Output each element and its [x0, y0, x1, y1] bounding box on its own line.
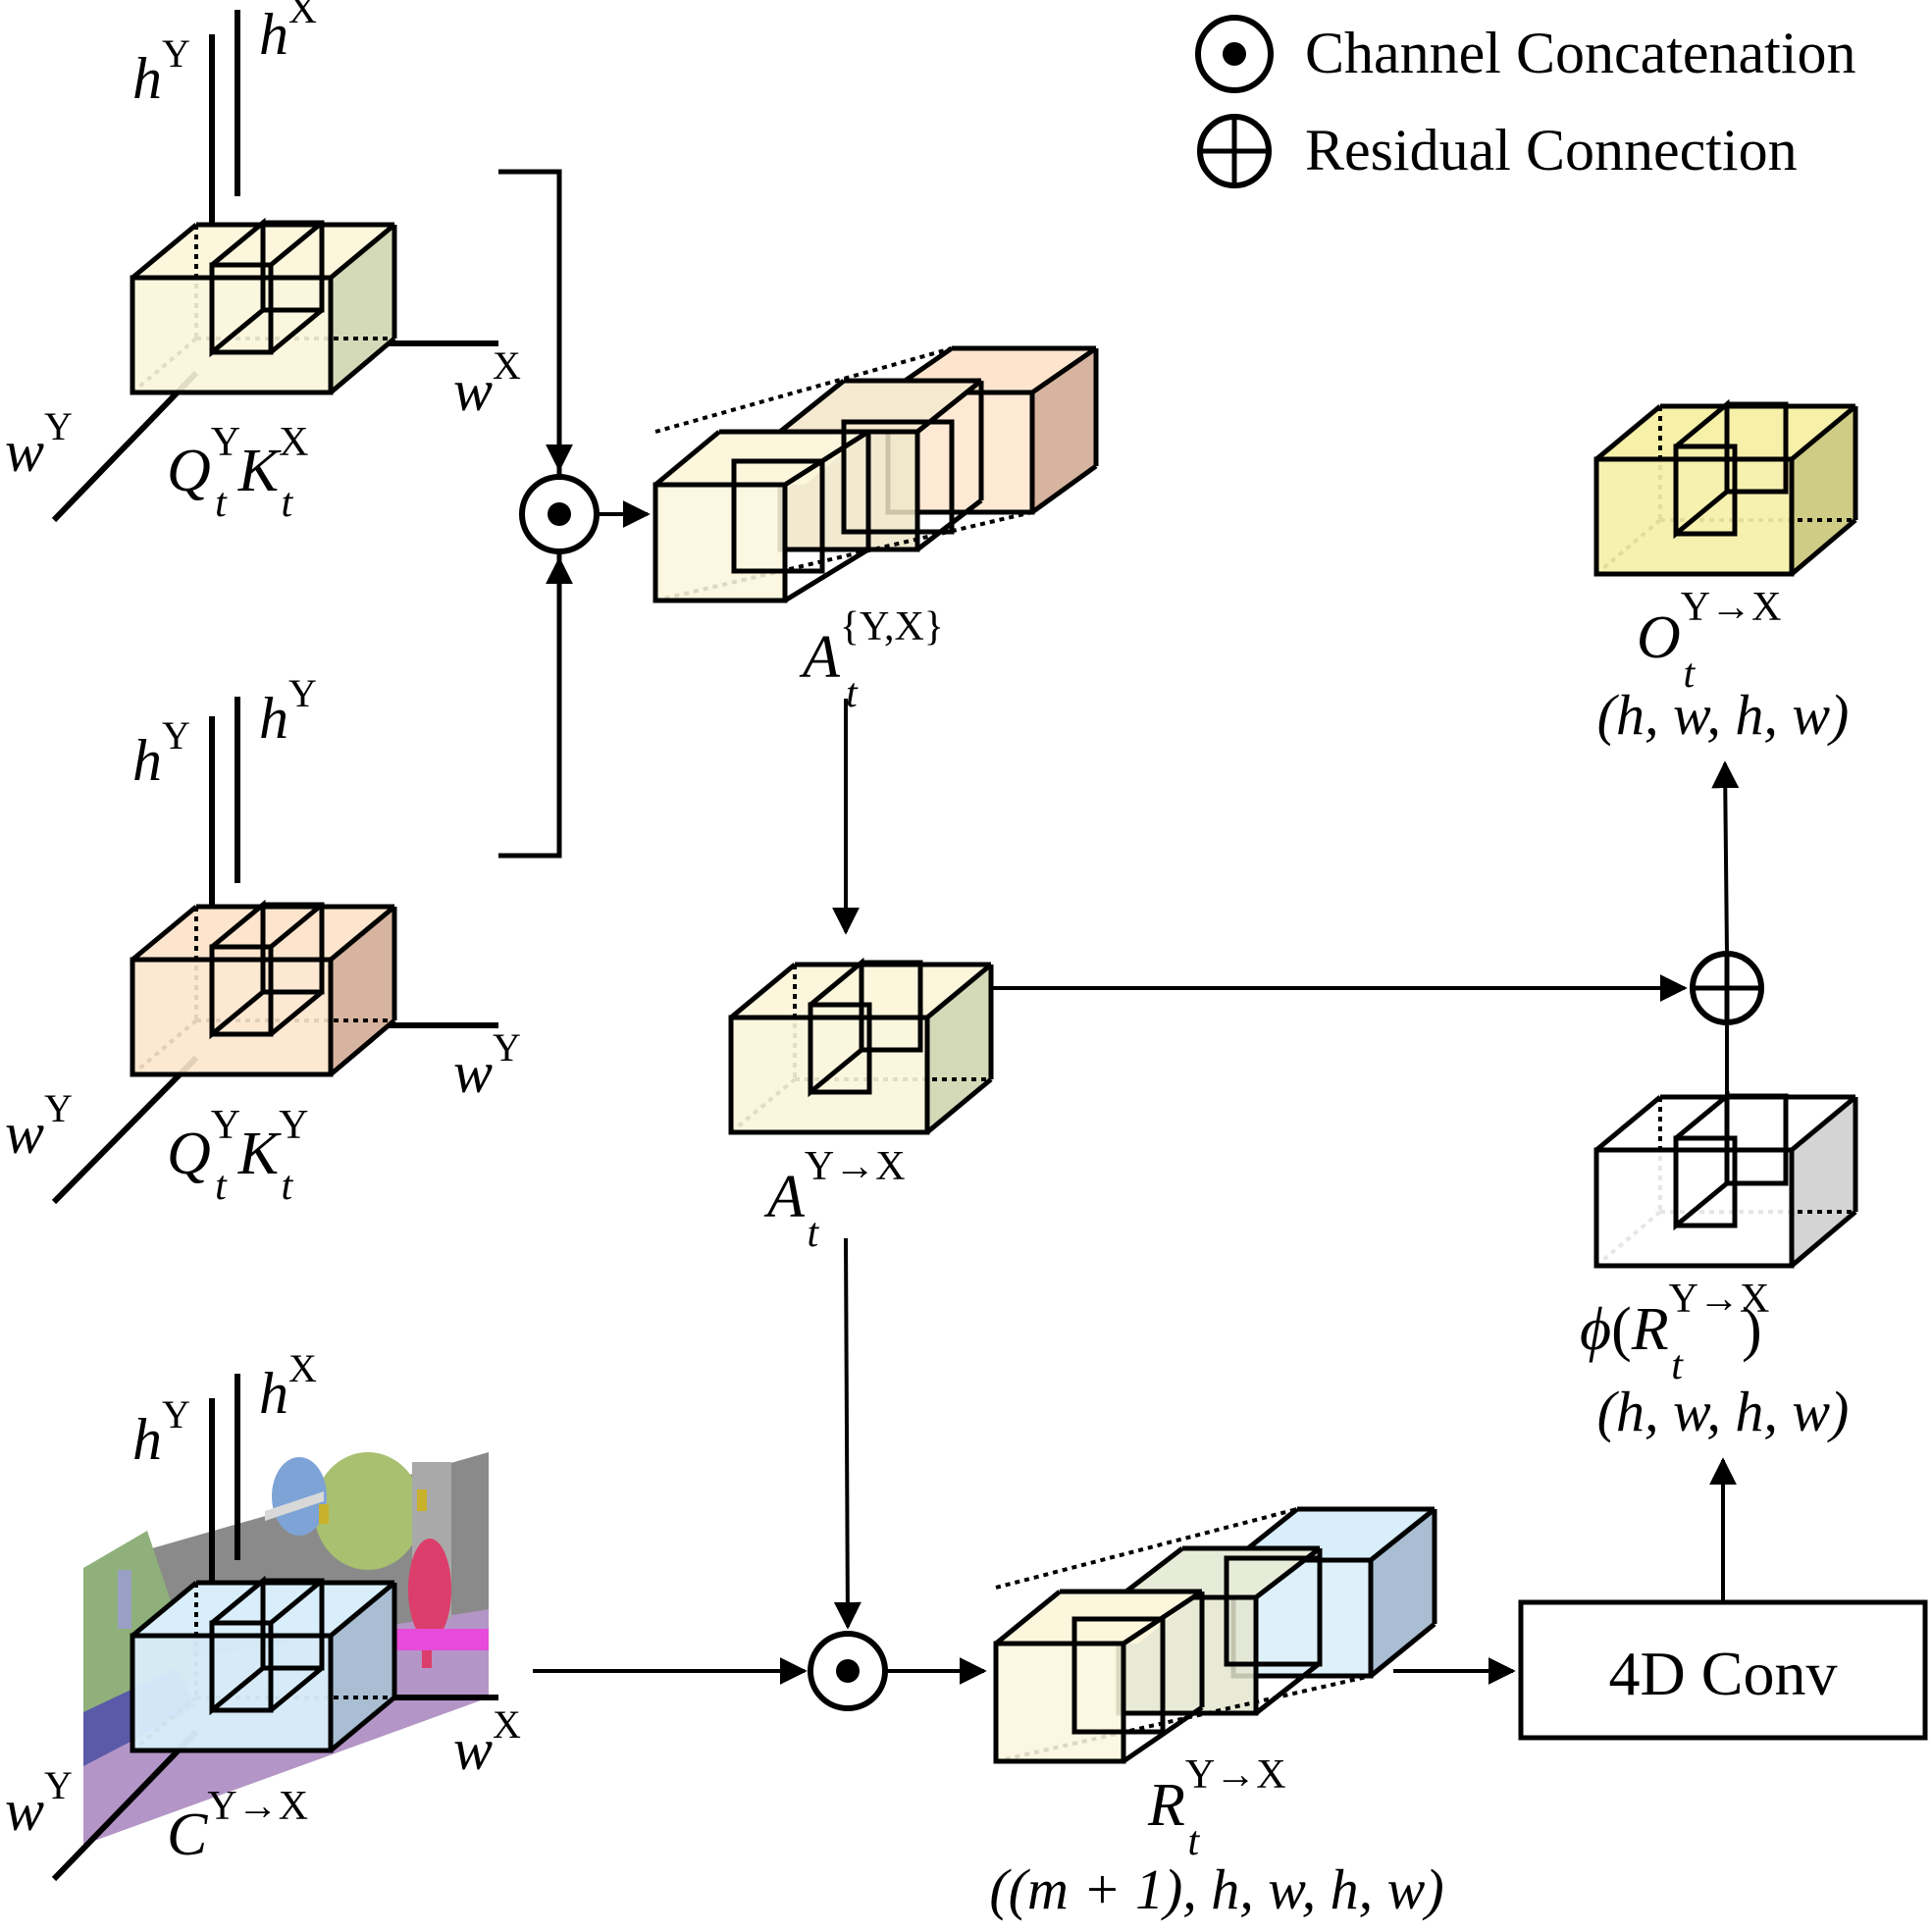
- r-shape: ((m + 1), h, w, h, w): [989, 1857, 1443, 1921]
- arrow-a-yx-to-concat-2: [833, 1237, 862, 1630]
- residual-node: [1690, 951, 1764, 1025]
- w-y-axis: [51, 370, 199, 523]
- concat-legend-label: Channel Concatenation: [1305, 21, 1856, 85]
- w-y-label-3: wY: [5, 1763, 73, 1843]
- w-y-axis-2: [51, 1055, 199, 1205]
- cube-qk-yy: [130, 899, 397, 1077]
- cube-o: [1593, 398, 1858, 577]
- c-labels: hY hX wX wY CY→X: [5, 1346, 521, 1868]
- conv-4d-block: 4D Conv: [1518, 1599, 1928, 1741]
- a-set-cube-mid: [777, 378, 984, 552]
- h-x-label: hX: [259, 0, 317, 67]
- concat-node-2: [808, 1631, 888, 1711]
- concat-node-1: [519, 474, 600, 554]
- h-x-label-3: hX: [259, 1346, 317, 1426]
- cube-c: [130, 1575, 397, 1753]
- h-y-label: hY: [132, 31, 190, 111]
- residual-legend-icon: [1197, 114, 1272, 188]
- a-set-formula: A{Y,X}t: [799, 604, 944, 716]
- h-y-label-2b: hY: [259, 671, 317, 751]
- c-panel: [51, 1374, 498, 1882]
- cube-stack-r: [993, 1506, 1437, 1764]
- qk-yy-panel: [51, 697, 498, 1205]
- a-set-cube-front: [653, 346, 1033, 603]
- r-cube-front: [993, 1507, 1372, 1764]
- h-y-label-2: hY: [132, 713, 190, 793]
- w-y-label-2h: wY: [453, 1025, 521, 1105]
- cube-phi-r: [1593, 1090, 1858, 1269]
- concat-legend-icon: [1195, 15, 1274, 93]
- phi-shape: (h, w, h, w): [1597, 1380, 1850, 1443]
- w-y-axis-3: [51, 1729, 199, 1882]
- legend: Channel Concatenation Residual Connectio…: [1195, 15, 1856, 188]
- w-y-label-2: wY: [5, 1086, 73, 1166]
- c-formula: CY→X: [167, 1784, 308, 1868]
- w-x-label-3: wX: [453, 1702, 521, 1782]
- cube-stack-a-set: [653, 345, 1099, 603]
- o-shape: (h, w, h, w): [1597, 683, 1850, 747]
- qk-yx-panel: [51, 10, 498, 523]
- cube-a-yx: [728, 957, 994, 1135]
- w-y-label: wY: [5, 404, 73, 484]
- r-cube-mid: [1116, 1545, 1323, 1716]
- arrow-residual-to-o: [1711, 760, 1740, 955]
- cube-qk-yx: [130, 217, 397, 395]
- conv-4d-label: 4D Conv: [1609, 1639, 1838, 1708]
- residual-legend-label: Residual Connection: [1305, 118, 1798, 183]
- h-y-label-3: hY: [132, 1392, 190, 1472]
- w-x-label: wX: [453, 343, 521, 423]
